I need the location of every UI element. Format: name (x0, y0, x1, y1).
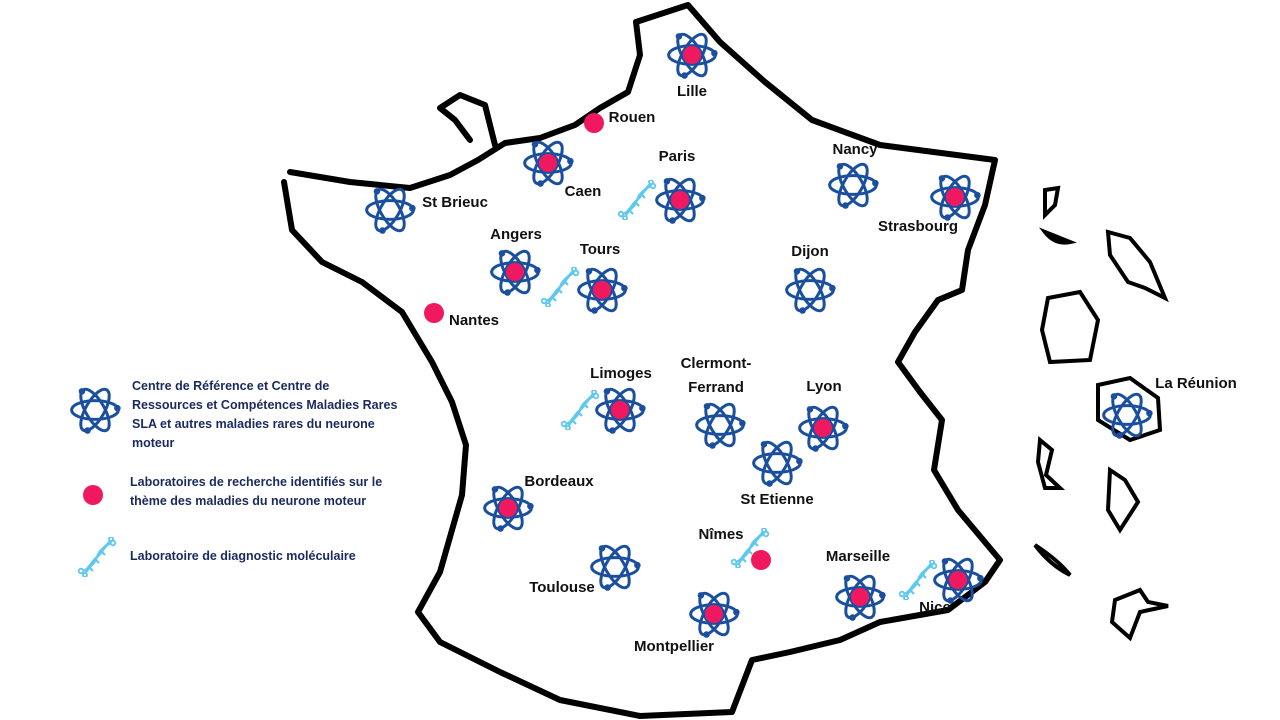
atom-icon (1099, 387, 1155, 443)
research-lab-dot-icon (705, 605, 723, 623)
city-label: Angers (490, 226, 542, 243)
research-lab-dot-icon (611, 401, 629, 419)
city-label: Dijon (791, 243, 829, 260)
city-label: St Brieuc (422, 194, 488, 211)
research-lab-dot-icon (949, 571, 967, 589)
city-label: Strasbourg (877, 218, 959, 235)
city-label: Toulouse (529, 579, 595, 596)
city-label: Caen (564, 183, 602, 200)
city-label: Nice (919, 599, 951, 616)
city-label: Nîmes (698, 526, 744, 543)
atom-icon (692, 397, 748, 453)
city-label: Tours (579, 241, 621, 258)
city-label: Bordeaux (524, 473, 594, 490)
legend-atom-icon (67, 382, 123, 438)
city-label: Nancy (832, 141, 878, 158)
legend-label-research-lab: Laboratoires de recherche identifiés sur… (130, 475, 383, 508)
city-label: Lille (676, 83, 708, 100)
atom-icon (587, 539, 643, 595)
city-label: Lyon (806, 378, 842, 395)
city-label: Paris (658, 148, 696, 165)
legend-research-lab-dot-icon (83, 485, 103, 505)
atom-icon (782, 262, 838, 318)
city-label: Limoges (590, 365, 652, 382)
research-lab-dot-icon (671, 191, 689, 209)
city-label: Nantes (448, 312, 500, 329)
city-label: Montpellier (633, 638, 715, 655)
atom-icon (749, 435, 805, 491)
research-lab-dot-icon (584, 113, 604, 133)
city-label: La Réunion (1155, 375, 1237, 392)
research-lab-dot-icon (751, 550, 771, 570)
research-lab-dot-icon (593, 281, 611, 299)
city-label: Rouen (608, 109, 656, 126)
research-lab-dot-icon (851, 588, 869, 606)
city-label: Clermont- Ferrand (680, 355, 752, 396)
atom-icon (362, 182, 418, 238)
legend-label-reference-centre: Centre de Référence et Centre de Ressour… (132, 379, 398, 450)
research-lab-dot-icon (506, 263, 524, 281)
research-lab-dot-icon (814, 419, 832, 437)
dna-icon (617, 180, 657, 220)
research-lab-dot-icon (539, 154, 557, 172)
city-label: Marseille (825, 548, 891, 565)
research-lab-dot-icon (424, 303, 444, 323)
atom-icon (825, 157, 881, 213)
research-lab-dot-icon (946, 188, 964, 206)
legend-label-diagnostic-lab: Laboratoire de diagnostic moléculaire (130, 549, 356, 563)
city-label: St Etienne (740, 491, 814, 508)
legend-dna-icon (77, 537, 117, 577)
france-outline (281, 2, 1003, 719)
research-lab-dot-icon (683, 46, 701, 64)
research-lab-dot-icon (499, 499, 517, 517)
